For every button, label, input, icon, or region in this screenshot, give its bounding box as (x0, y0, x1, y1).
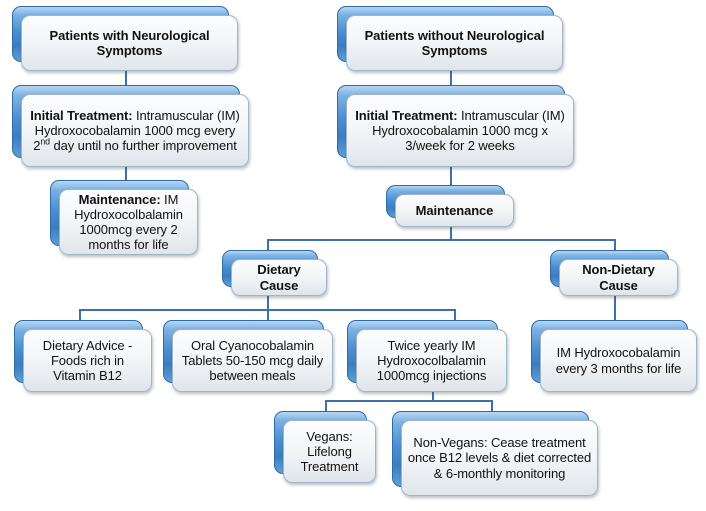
node-face: Dietary Advice - Foods rich in Vitamin B… (23, 329, 152, 392)
node-face: Vegans: Lifelong Treatment (283, 420, 376, 483)
connector-to-twice-yearly (454, 309, 456, 321)
node-non-vegans[interactable]: Non-Vegans: Cease treatment once B12 lev… (392, 411, 598, 496)
node-non-dietary-cause[interactable]: Non-Dietary Cause (550, 250, 678, 296)
node-face: Initial Treatment: Intramuscular (IM) Hy… (346, 94, 574, 167)
node-label: Patients without Neurological Symptoms (364, 27, 545, 58)
node-maintenance-neuro[interactable]: Maintenance: IM Hydroxocolbalamin 1000mc… (50, 180, 198, 255)
node-twice-yearly-im[interactable]: Twice yearly IM Hydroxocolbalamin 1000mc… (347, 320, 507, 392)
node-label: Maintenance: IM Hydroxocolbalamin 1000mc… (65, 192, 192, 252)
node-label: Non-Vegans: Cease treatment once B12 lev… (407, 435, 592, 481)
node-label: Vegans: Lifelong Treatment (300, 428, 359, 475)
node-label: Initial Treatment: Intramuscular (IM) Hy… (352, 108, 568, 153)
node-label-emphasis: Initial Treatment: (355, 107, 458, 123)
node-initial-treatment-no-neuro[interactable]: Initial Treatment: Intramuscular (IM) Hy… (337, 85, 574, 167)
node-label: Non-Dietary Cause (582, 262, 655, 293)
node-face: Maintenance: IM Hydroxocolbalamin 1000mc… (59, 189, 198, 255)
connector-initial-to-maintenance-neuro (125, 164, 127, 184)
node-label: IM Hydroxocobalamin every 3 months for l… (555, 345, 682, 376)
node-face: IM Hydroxocobalamin every 3 months for l… (540, 329, 697, 392)
node-face: Non-Vegans: Cease treatment once B12 lev… (401, 420, 598, 496)
node-label: Patients with Neurological Symptoms (49, 27, 210, 58)
node-label-rest: Intramuscular (IM) Hydroxocobalamin 1000… (372, 107, 565, 154)
node-patients-with-neurological-symptoms[interactable]: Patients with Neurological Symptoms (12, 6, 238, 71)
node-label-sup: nd (40, 136, 50, 147)
node-face: Non-Dietary Cause (559, 259, 678, 296)
connector-twiceyearly-down (432, 389, 434, 401)
node-initial-treatment-neuro[interactable]: Initial Treatment: Intramuscular (IM) Hy… (12, 85, 249, 167)
connector-to-non-vegans (491, 400, 493, 412)
connector-to-dietary-cause (267, 239, 269, 253)
node-oral-cyanocobalamin-tablets[interactable]: Oral Cyanocobalamin Tablets 50-150 mcg d… (163, 320, 333, 392)
connector-noneuro-to-initial (450, 68, 452, 88)
node-dietary-cause[interactable]: Dietary Cause (222, 250, 327, 296)
connector-vegan-split-bar (325, 400, 493, 402)
node-label-rest: IM Hydroxocolbalamin 1000mcg every 2 mon… (74, 191, 183, 253)
node-label: Twice yearly IM Hydroxocolbalamin 1000mc… (376, 337, 487, 384)
connector-dietary-down (267, 295, 269, 310)
connector-maintenance-split-bar (267, 239, 616, 241)
node-label: Initial Treatment: Intramuscular (IM) Hy… (27, 108, 243, 153)
node-face: Oral Cyanocobalamin Tablets 50-150 mcg d… (172, 329, 333, 392)
connector-to-non-dietary-cause (614, 239, 616, 253)
node-label-emphasis: Initial Treatment: (30, 107, 133, 123)
connector-to-vegans (325, 400, 327, 412)
node-face: Patients without Neurological Symptoms (346, 15, 563, 71)
node-maintenance[interactable]: Maintenance (386, 185, 514, 227)
node-face: Maintenance (395, 194, 514, 227)
node-label-emphasis: Maintenance: (78, 191, 161, 207)
node-label-rest: Intramuscular (IM) Hydroxocobalamin 1000… (33, 107, 240, 154)
node-label-tail: day until no further improvement (50, 138, 237, 154)
connector-to-oral-tablets (267, 309, 269, 321)
node-dietary-advice[interactable]: Dietary Advice - Foods rich in Vitamin B… (14, 320, 152, 392)
connector-nondietary-to-im3m (614, 295, 616, 321)
node-patients-without-neurological-symptoms[interactable]: Patients without Neurological Symptoms (337, 6, 563, 71)
connector-maintenance-down (450, 226, 452, 240)
connector-to-dietary-advice (79, 309, 81, 321)
node-face: Twice yearly IM Hydroxocolbalamin 1000mc… (356, 329, 507, 392)
node-label: Dietary Advice - Foods rich in Vitamin B… (42, 337, 133, 384)
node-label: Maintenance (415, 202, 494, 218)
node-face: Patients with Neurological Symptoms (21, 15, 238, 71)
connector-neuro-to-initial (125, 68, 127, 88)
connector-initial-to-maintenance (450, 164, 452, 186)
node-im-every-3-months[interactable]: IM Hydroxocobalamin every 3 months for l… (531, 320, 697, 392)
node-vegans[interactable]: Vegans: Lifelong Treatment (274, 411, 376, 483)
node-label: Oral Cyanocobalamin Tablets 50-150 mcg d… (181, 337, 324, 384)
node-face: Dietary Cause (231, 259, 327, 296)
node-label: Dietary Cause (257, 262, 301, 293)
node-face: Initial Treatment: Intramuscular (IM) Hy… (21, 94, 249, 167)
